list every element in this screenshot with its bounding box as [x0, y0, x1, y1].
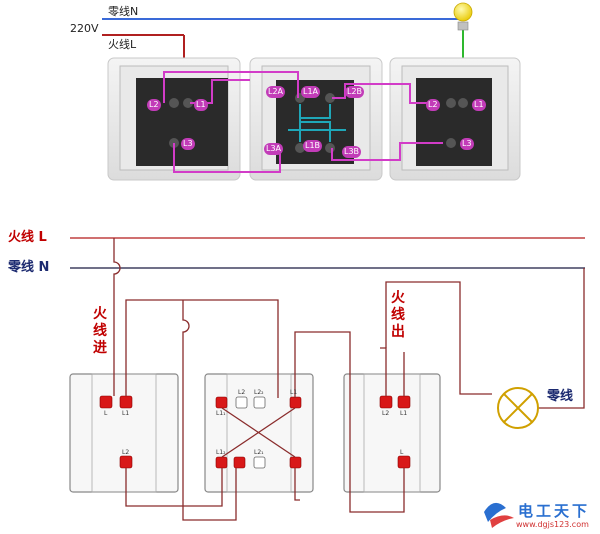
top-left-term-l1: L1 [194, 99, 208, 111]
bottom-wires [113, 238, 585, 521]
top-mid-term-l1b: L1B [303, 140, 323, 152]
top-mid-term-l3b: L3B [342, 146, 362, 158]
neutral-line-label: 零线 N [8, 260, 50, 275]
top-live-label: 火线L [108, 38, 137, 51]
bottom-section [69, 237, 585, 528]
top-right-switch [389, 57, 521, 181]
live-out-label: 火线出 [391, 290, 405, 340]
bl-term-l: L [104, 410, 108, 417]
top-voltage-label: 220V [70, 22, 99, 35]
top-mid-term-l1a: L1A [301, 86, 321, 98]
top-mid-term-l2a: L2A [266, 86, 286, 98]
bm-term-l2b: L2₂ [254, 389, 264, 396]
top-right-term-l1: L1 [472, 99, 486, 111]
top-mid-term-l2b: L2B [345, 86, 365, 98]
watermark-brand: 电工天下 [518, 502, 591, 520]
bl-term-l2: L2 [122, 449, 130, 456]
br-term-l2: L2 [382, 410, 390, 417]
bm-term-l1: L1 [290, 389, 298, 396]
live-in-label: 火线进 [93, 306, 107, 356]
top-left-term-l2: L2 [147, 99, 161, 111]
top-right-term-l2: L2 [426, 99, 440, 111]
light-bulb-icon [453, 2, 473, 31]
watermark-url: www.dgjs123.com [516, 520, 589, 529]
live-line-label: 火线 L [8, 230, 47, 245]
lamp-icon [497, 387, 539, 429]
br-term-l1: L1 [400, 410, 408, 417]
bottom-right-switch [343, 373, 441, 493]
watermark-logo-icon [484, 502, 514, 528]
bl-term-l1: L1 [122, 410, 130, 417]
top-neutral-label: 零线N [108, 5, 139, 18]
bm-term-l1c: L1₂ [216, 449, 226, 456]
lamp-neutral-label: 零线 [547, 389, 574, 404]
top-cross-wires [288, 104, 346, 142]
top-mid-term-l3a: L3A [264, 143, 284, 155]
bottom-left-switch [69, 373, 179, 493]
br-term-l: L [400, 449, 404, 456]
bm-term-l1a: L1₁ [216, 410, 226, 417]
bm-term-l2: L2 [238, 389, 246, 396]
bm-term-l2c: L2₁ [254, 449, 264, 456]
top-right-term-l3: L3 [460, 138, 474, 150]
top-left-term-l3: L3 [181, 138, 195, 150]
